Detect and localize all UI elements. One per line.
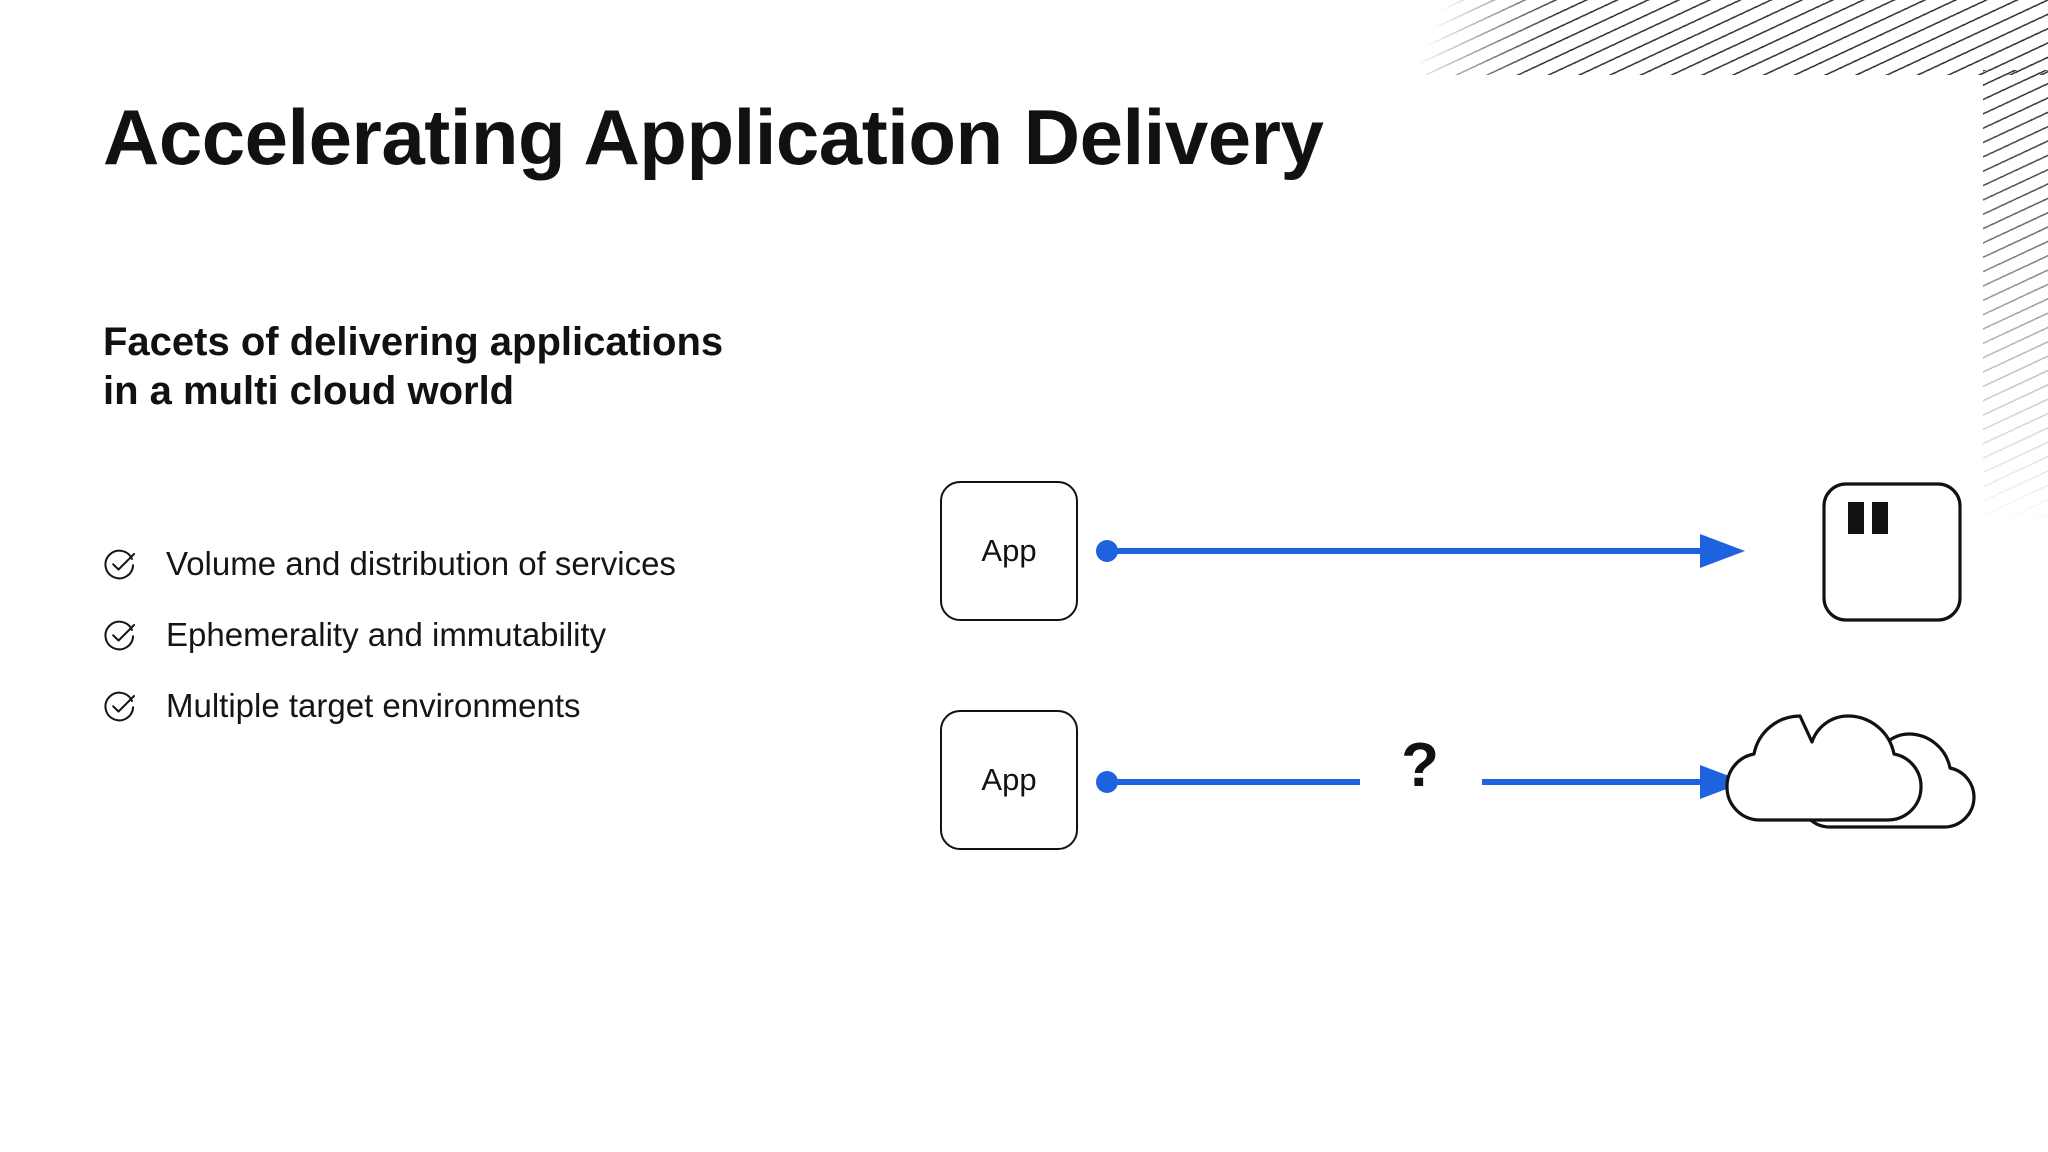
subtitle-line-2: in a multi cloud world <box>103 368 515 413</box>
app-node-top: App <box>940 481 1078 621</box>
question-mark-marker: ? <box>1401 731 1439 800</box>
arrow-right-icon <box>1482 765 1745 799</box>
list-item-label: Ephemerality and immutability <box>166 616 607 653</box>
app-node-top-label: App <box>981 533 1037 568</box>
check-circle-icon <box>104 691 136 721</box>
app-node-bottom: App <box>940 710 1078 850</box>
facets-bullet-list: Volume and distribution of services Ephe… <box>103 528 863 741</box>
list-item: Volume and distribution of services <box>103 528 863 599</box>
list-item: Multiple target environments <box>103 670 863 741</box>
check-circle-icon <box>104 620 136 650</box>
list-item: Ephemerality and immutability <box>103 599 863 670</box>
app-node-bottom-label: App <box>981 762 1037 797</box>
page-title: Accelerating Application Delivery <box>103 93 1324 181</box>
line-segment-icon <box>1096 771 1360 793</box>
subtitle-line-1: Facets of delivering applications <box>103 320 724 364</box>
datacenter-window-icon <box>1822 482 1962 622</box>
cloud-icon <box>1725 714 1976 829</box>
page-subtitle: Facets of delivering applications in a m… <box>103 318 723 416</box>
list-item-label: Volume and distribution of services <box>166 545 676 582</box>
list-item-label: Multiple target environments <box>166 687 581 724</box>
check-circle-icon <box>104 549 136 579</box>
arrow-right-icon <box>1096 534 1745 568</box>
